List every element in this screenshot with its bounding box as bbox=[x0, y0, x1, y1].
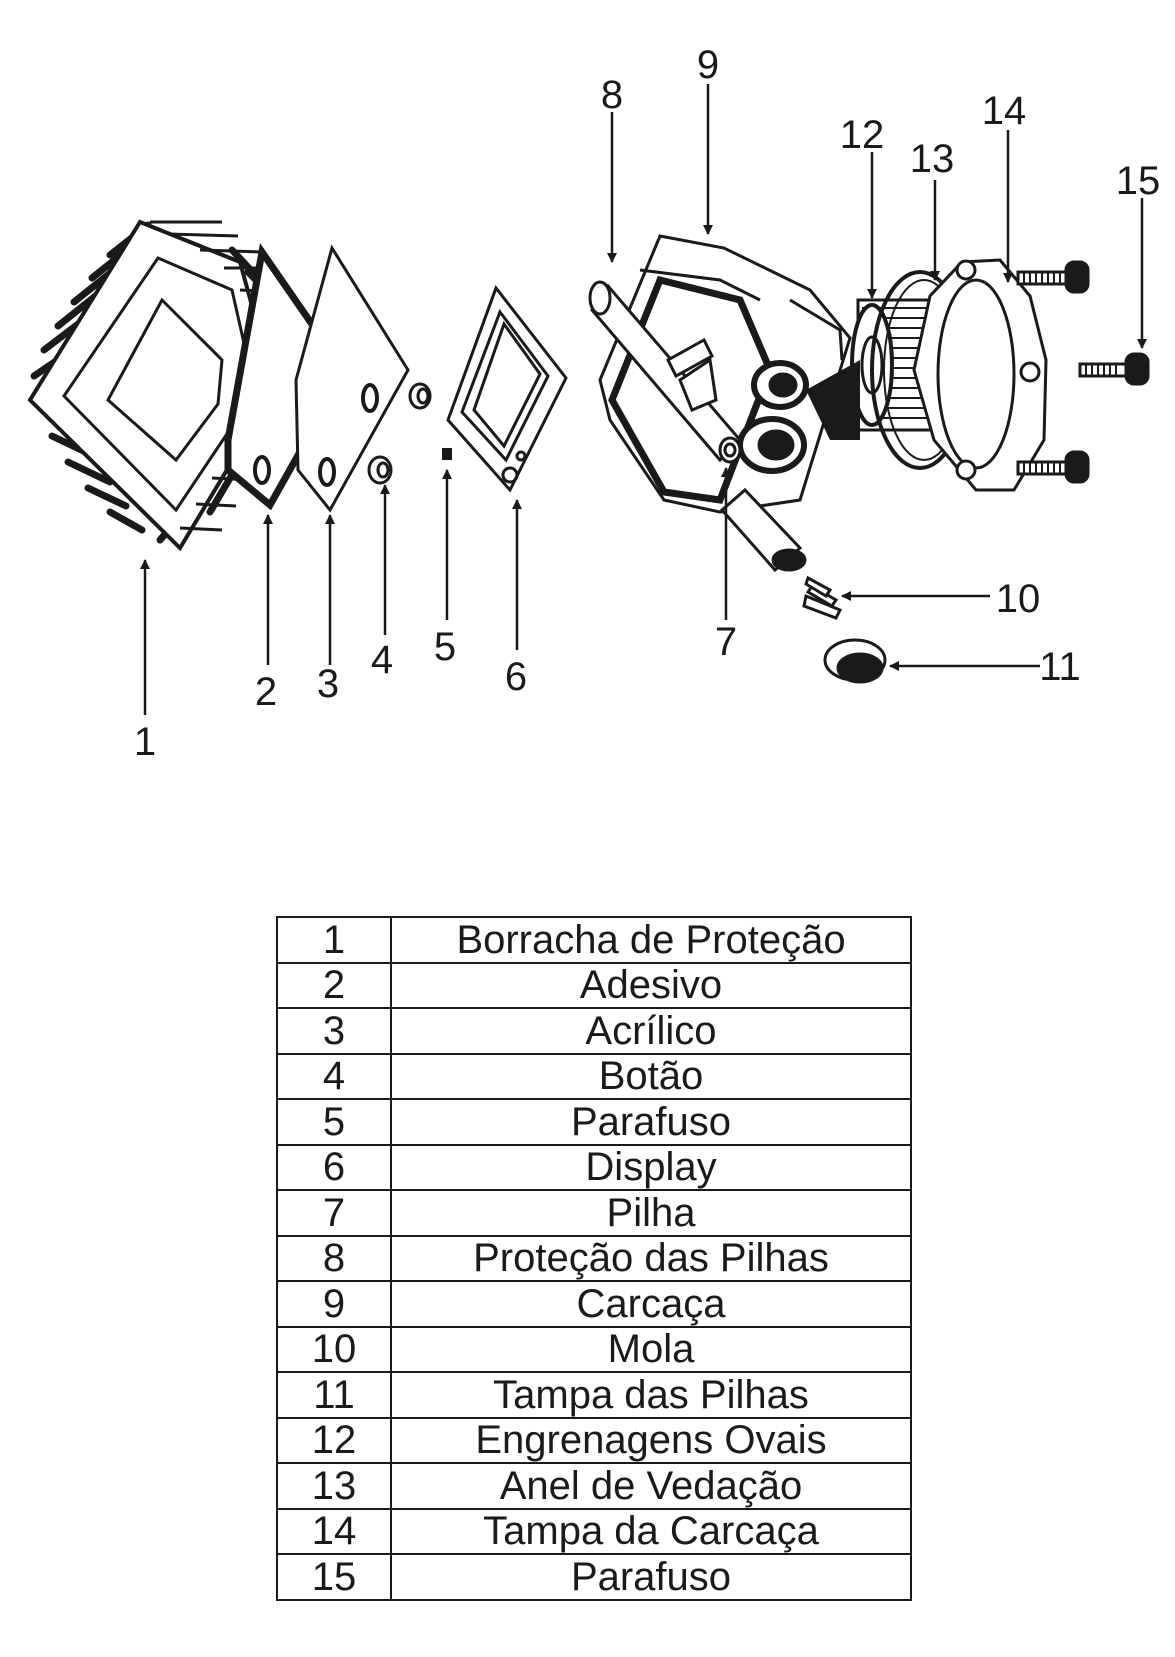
part-number-cell: 12 bbox=[276, 1416, 392, 1464]
part-name-cell: Proteção das Pilhas bbox=[390, 1234, 912, 1282]
part-number-cell: 15 bbox=[276, 1553, 392, 1601]
leader-lines bbox=[140, 84, 1147, 715]
part-number-cell: 3 bbox=[276, 1007, 392, 1055]
part-number-cell: 14 bbox=[276, 1507, 392, 1555]
part-10-spring bbox=[802, 575, 843, 620]
part-name-cell: Anel de Vedação bbox=[390, 1462, 912, 1510]
exploded-view-diagram: 1 2 3 4 5 6 7 8 9 12 13 14 15 10 11 bbox=[27, 43, 1160, 764]
part-name-cell: Pilha bbox=[390, 1189, 912, 1237]
callout-6: 6 bbox=[505, 655, 527, 699]
part-4-button bbox=[367, 382, 432, 485]
callout-11: 11 bbox=[1039, 645, 1081, 689]
part-number-cell: 4 bbox=[276, 1052, 392, 1100]
part-number-cell: 8 bbox=[276, 1234, 392, 1282]
callout-8: 8 bbox=[601, 73, 623, 117]
callout-10: 10 bbox=[996, 577, 1041, 621]
part-name-cell: Parafuso bbox=[390, 1098, 912, 1146]
part-6-display bbox=[446, 284, 568, 493]
callout-5: 5 bbox=[434, 625, 456, 669]
callout-13: 13 bbox=[910, 137, 955, 181]
callout-2: 2 bbox=[255, 670, 277, 714]
part-name-cell: Adesivo bbox=[390, 961, 912, 1009]
callout-labels: 1 2 3 4 5 6 7 8 9 12 13 14 15 10 11 bbox=[134, 43, 1160, 764]
part-name-cell: Carcaça bbox=[390, 1280, 912, 1328]
part-name-cell: Tampa das Pilhas bbox=[390, 1371, 912, 1419]
part-name-cell: Borracha de Proteção bbox=[390, 916, 912, 964]
callout-3: 3 bbox=[317, 662, 339, 706]
part-name-cell: Tampa da Carcaça bbox=[390, 1507, 912, 1555]
part-number-cell: 5 bbox=[276, 1098, 392, 1146]
part-number-cell: 7 bbox=[276, 1189, 392, 1237]
callout-15: 15 bbox=[1116, 159, 1161, 203]
part-number-cell: 1 bbox=[276, 916, 392, 964]
part-name-cell: Acrílico bbox=[390, 1007, 912, 1055]
part-9-housing bbox=[598, 234, 852, 573]
part-number-cell: 9 bbox=[276, 1280, 392, 1328]
part-11-battery-cover bbox=[823, 638, 887, 684]
part-8-battery-protection bbox=[588, 280, 743, 464]
part-15-screws bbox=[1016, 260, 1150, 484]
part-name-cell: Display bbox=[390, 1143, 912, 1191]
part-number-cell: 6 bbox=[276, 1143, 392, 1191]
callout-12: 12 bbox=[840, 113, 885, 157]
part-name-cell: Engrenagens Ovais bbox=[390, 1416, 912, 1464]
part-14-housing-cover bbox=[912, 258, 1048, 492]
callout-4: 4 bbox=[371, 638, 393, 682]
part-number-cell: 10 bbox=[276, 1325, 392, 1373]
part-name-cell: Parafuso bbox=[390, 1553, 912, 1601]
callout-7: 7 bbox=[715, 620, 737, 664]
part-3-acrylic bbox=[294, 244, 410, 513]
callout-9: 9 bbox=[697, 43, 719, 87]
part-name-cell: Botão bbox=[390, 1052, 912, 1100]
part-number-cell: 13 bbox=[276, 1462, 392, 1510]
part-number-cell: 11 bbox=[276, 1371, 392, 1419]
callout-1: 1 bbox=[134, 720, 156, 764]
part-name-cell: Mola bbox=[390, 1325, 912, 1373]
callout-14: 14 bbox=[982, 89, 1027, 133]
part-number-cell: 2 bbox=[276, 961, 392, 1009]
